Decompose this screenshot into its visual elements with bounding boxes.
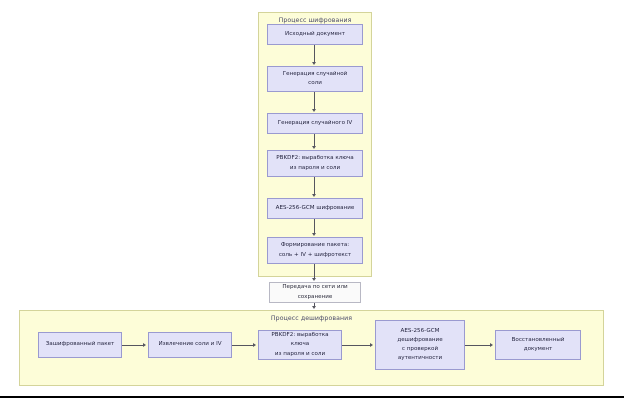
arrowhead-aes-decrypt-to-restored [490,342,493,347]
edge-salt-to-iv [314,92,315,109]
encryption-cluster-title: Процесс шифрования [278,17,352,24]
edge-transport-to-decrypt [314,303,315,307]
edge-pbkdf2-to-aes-decrypt [342,345,371,346]
node-packet-assembly[interactable]: Формирование пакета: соль + IV + шифроте… [267,237,363,264]
edge-iv-to-pbkdf2 [314,134,315,146]
edge-packet-to-transport [314,264,315,278]
arrowhead-packet-to-transport [312,278,316,281]
encryption-process-cluster: Процесс шифрования [258,12,372,277]
arrowhead-salt-to-iv [312,109,316,112]
node-transmission-or-storage[interactable]: Передача по сети или сохранение [269,282,361,303]
node-aes-256-gcm-encryption[interactable]: AES-256-GCM шифрование [267,198,363,219]
edge-extract-to-pbkdf2 [232,345,254,346]
arrowhead-iv-to-pbkdf2 [312,146,316,149]
node-source-document[interactable]: Исходный документ [267,24,363,45]
node-random-salt-generation[interactable]: Генерация случайной соли [267,66,363,92]
edge-source-to-salt [314,45,315,62]
arrowhead-pbkdf2-to-aes-decrypt [370,342,373,347]
node-pbkdf2-key-derivation-encrypt[interactable]: PBKDF2: выработка ключа из пароля и соли [267,150,363,177]
arrowhead-extract-to-pbkdf2 [253,342,256,347]
node-extract-salt-and-iv[interactable]: Извлечение соли и IV [148,332,232,358]
edge-aes-decrypt-to-restored [465,345,491,346]
arrowhead-pbkdf2-to-aes [312,194,316,197]
edge-pbkdf2-to-aes [314,177,315,194]
edge-packet-to-extract [122,345,144,346]
node-aes-256-gcm-decryption[interactable]: AES-256-GCM дешифрование с проверкой аут… [375,320,465,370]
node-restored-document[interactable]: Восстановленный документ [495,330,581,360]
node-random-iv-generation[interactable]: Генерация случайного IV [267,113,363,134]
node-pbkdf2-key-derivation-decrypt[interactable]: PBKDF2: выработка ключа из пароля и соли [258,330,342,360]
decryption-cluster-title: Процесс дешифрования [270,315,353,322]
edge-aes-to-packet [314,219,315,233]
arrowhead-aes-to-packet [312,233,316,236]
node-encrypted-packet[interactable]: Зашифрованный пакет [38,332,122,358]
bottom-divider [0,396,624,398]
arrowhead-source-to-salt [312,62,316,65]
arrowhead-packet-to-extract [143,342,146,347]
arrowhead-transport-to-decrypt [312,306,316,309]
